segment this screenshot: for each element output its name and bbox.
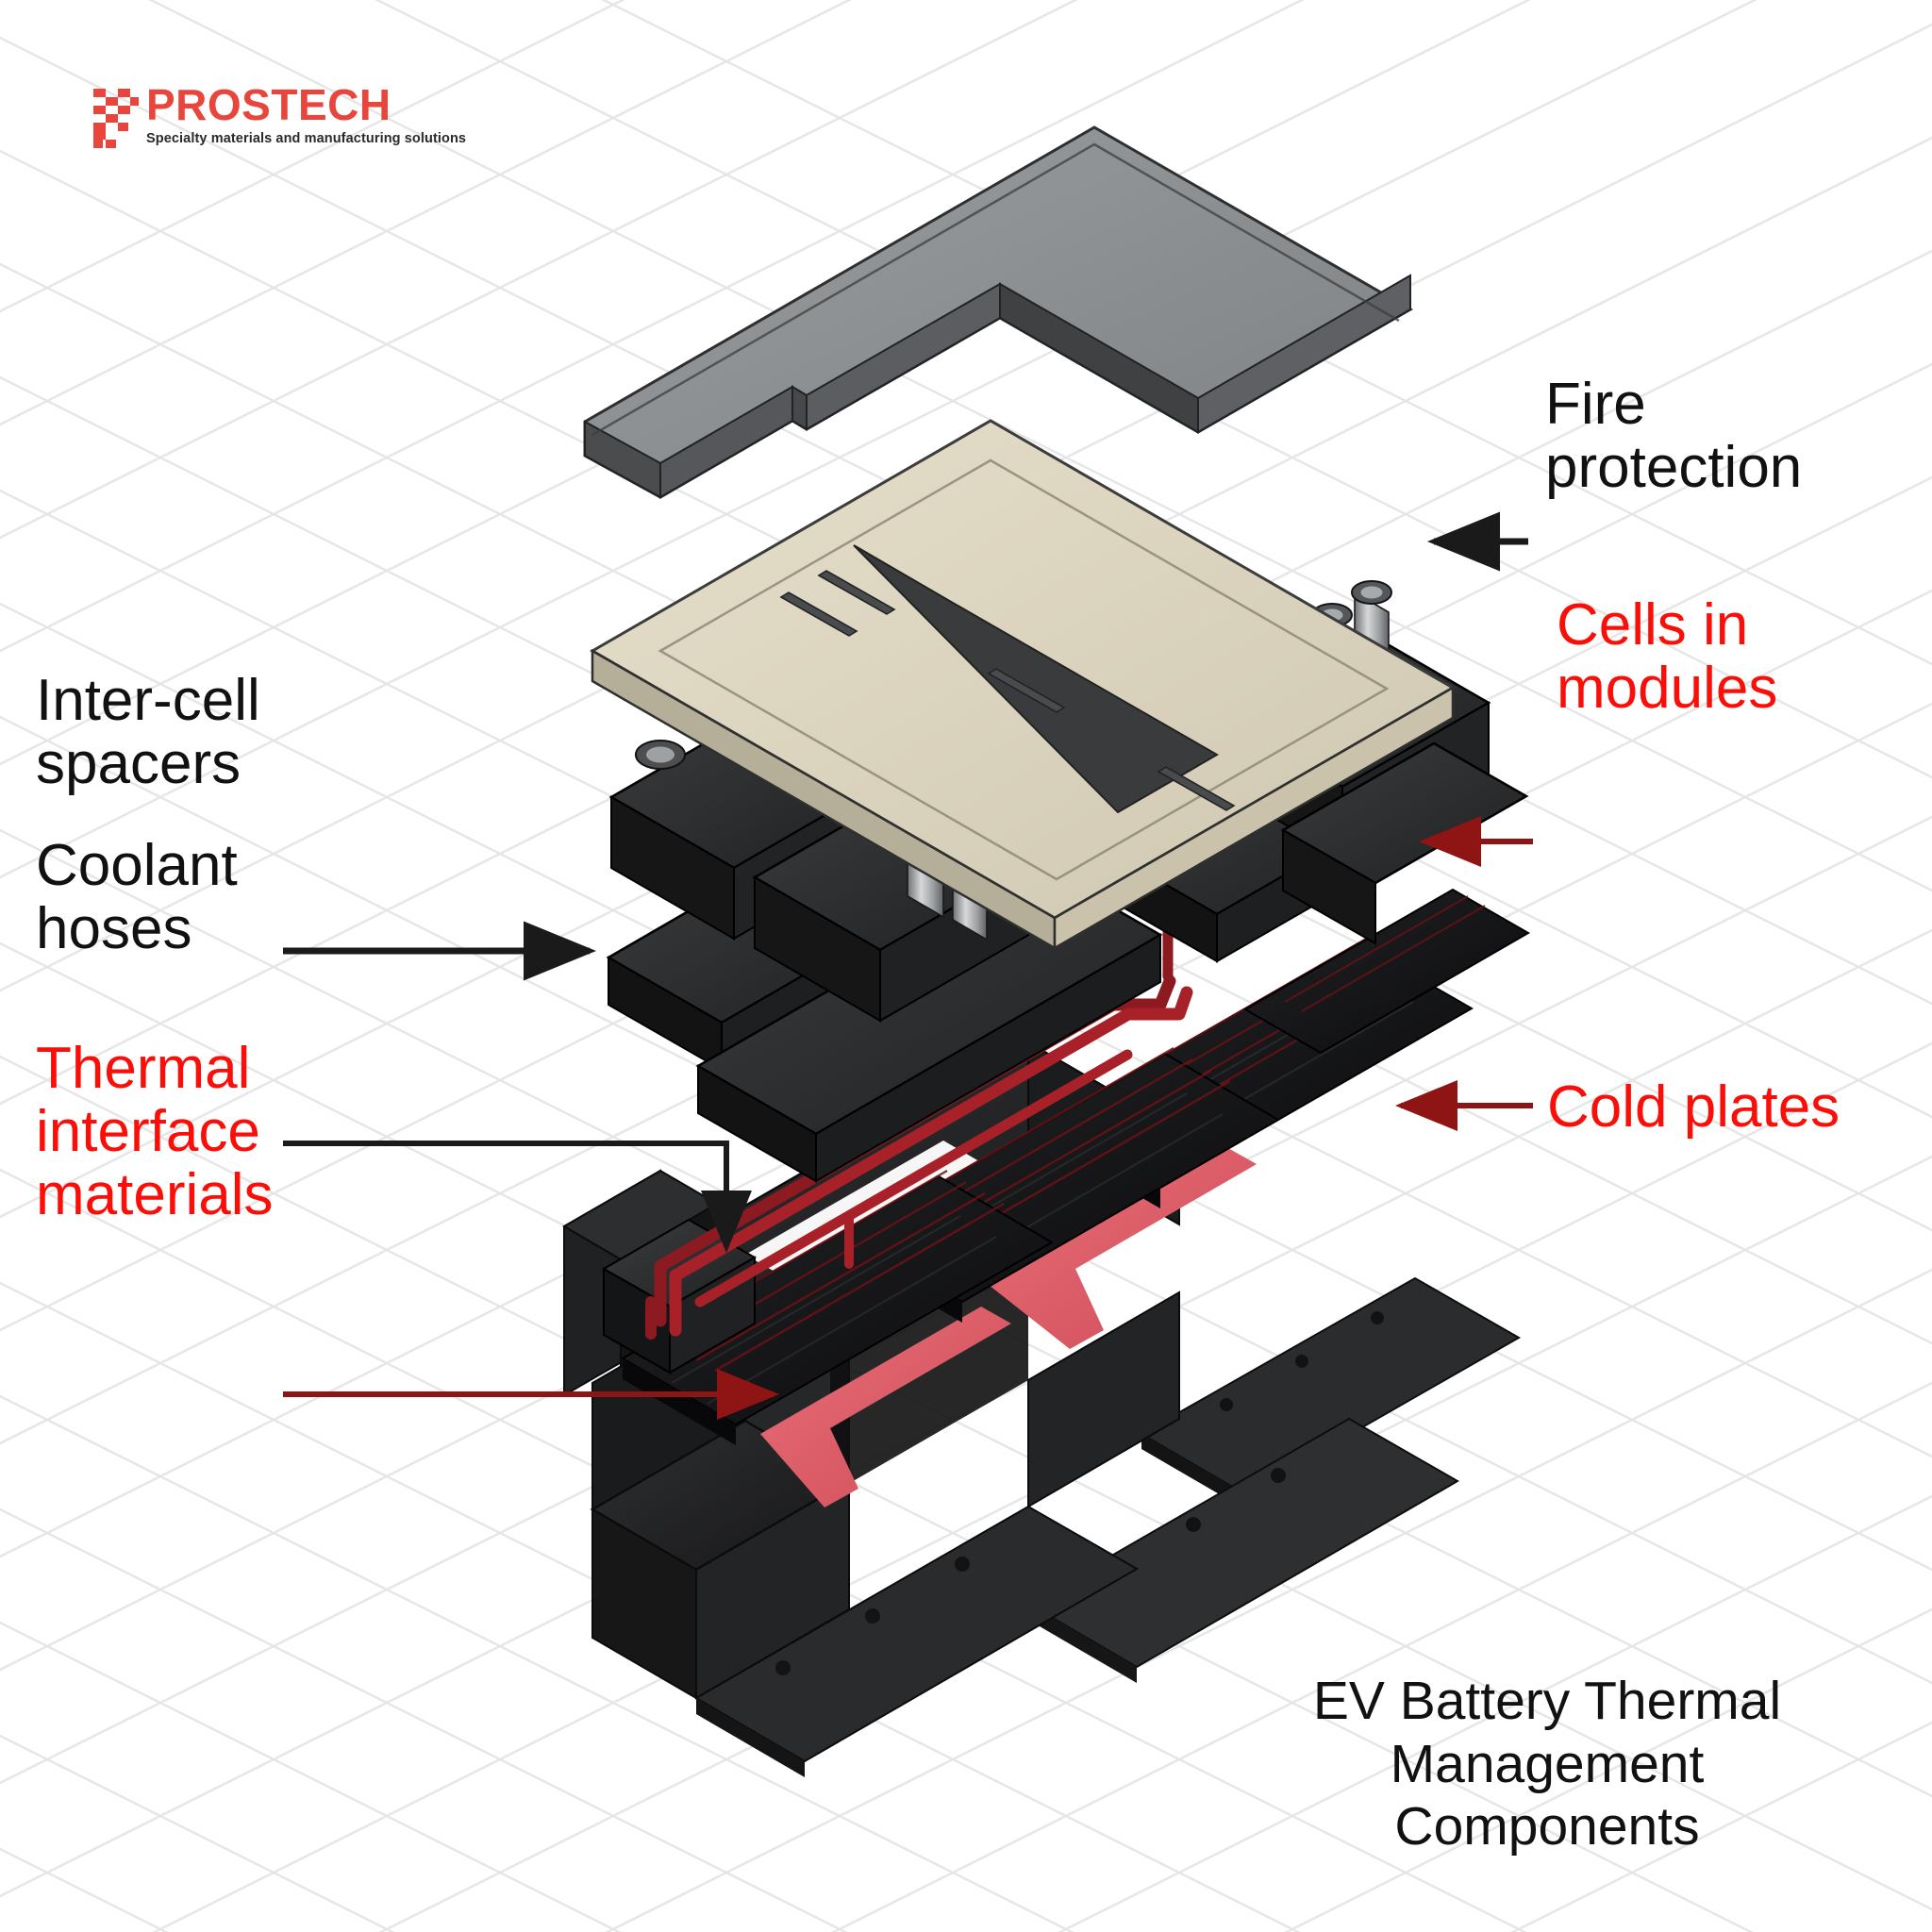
callout-label-cold-plates: Cold plates [1547,1074,1840,1140]
thermal-interface-material-pad [989,1147,1257,1349]
prostech-logo[interactable]: PROSTECH Specialty materials and manufac… [90,80,467,151]
caption-line-3: Components [1394,1796,1700,1857]
fire-protection-panel [590,419,1456,951]
thermal-interface-material-pad [760,1307,1011,1507]
logo-mark-svg [93,89,139,148]
top-cover-plate [583,125,1414,499]
cold-plate [1242,888,1531,1055]
tray-mounting-flange [1139,1276,1522,1509]
battery-module [1280,741,1529,945]
caption-line-1: EV Battery Thermal [1312,1671,1782,1731]
callout-label-fire-protection: Fire protection [1545,372,1803,500]
tray-mounting-flange [1026,1417,1460,1683]
callout-label-coolant-hoses: Coolant hoses [36,833,238,961]
callout-label-cells-in-modules: Cells in modules [1557,592,1778,721]
caption-line-2: Management [1390,1733,1705,1794]
checkered-flag-icon [90,85,139,151]
logo-tagline: Specialty materials and manufacturing so… [146,130,467,146]
callout-label-inter-cell-spacers: Inter-cell spacers [36,668,260,796]
logo-wordmark: PROSTECH [146,80,391,129]
callout-label-thermal-interface-materials: Thermal interface materials [36,1036,274,1227]
diagram-caption: EV Battery Thermal Management Components [1217,1670,1877,1858]
